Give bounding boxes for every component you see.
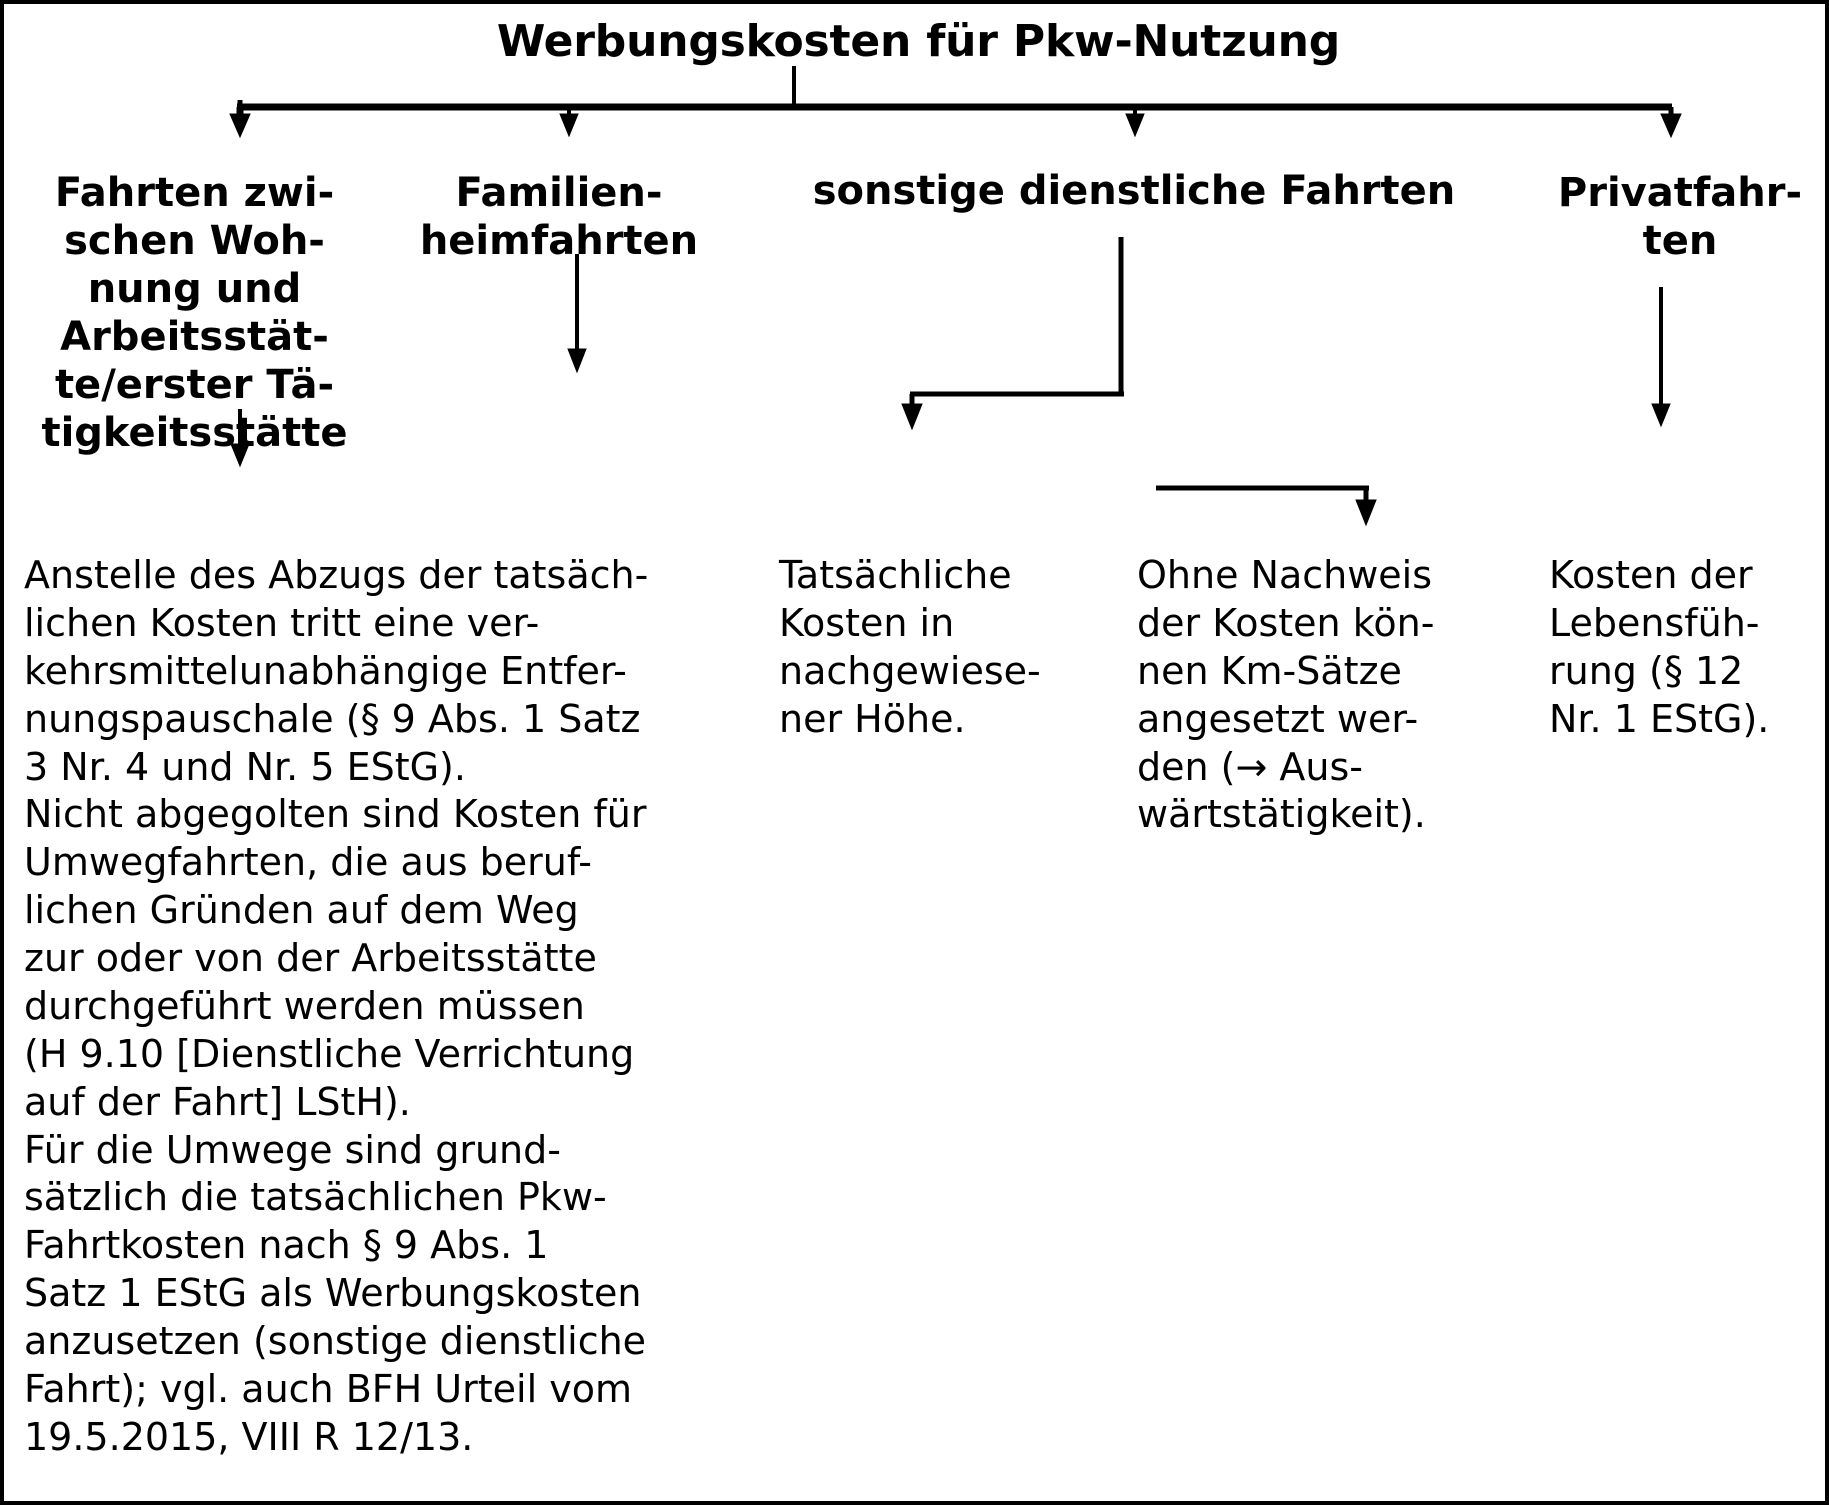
branch-heading-privatfahrten: Privatfahr- ten <box>1557 170 1803 264</box>
arrow4-head <box>1660 113 1682 139</box>
branch-heading-sonstige-dienstliche-fahrten: sonstige dienstliche Fahrten <box>812 168 1456 214</box>
arrow3-head <box>1125 113 1145 138</box>
branch-heading-fahrten-wohnung-arbeitsstaette: Fahrten zwi- schen Woh- nung und Arbeits… <box>41 170 348 456</box>
branch-body-ohne-nachweis: Ohne Nachweis der Kosten kön- nen Km-Sät… <box>1137 553 1435 837</box>
arrow2-head <box>559 113 579 138</box>
page-title: Werbungskosten für Pkw-Nutzung <box>496 16 1341 67</box>
arrow-col2-body-head <box>567 348 587 374</box>
branch-body-fahrten-wohnung-arbeitsstaette: Anstelle des Abzugs der tatsäch- lichen … <box>24 553 649 1459</box>
arrow-tats-head <box>901 403 923 431</box>
arrow-ohne-head <box>1355 499 1377 527</box>
arrow1-head <box>229 113 251 139</box>
branch-heading-familienheimfahrten: Familien- heimfahrten <box>419 170 699 264</box>
branch-body-tatsaechliche-kosten: Tatsächliche Kosten in nachgewiese- ner … <box>779 553 1041 741</box>
arrow-col4-body-head <box>1651 403 1671 428</box>
branch-body-privatfahrten: Kosten der Lebensfüh- rung (§ 12 Nr. 1 E… <box>1549 553 1770 741</box>
